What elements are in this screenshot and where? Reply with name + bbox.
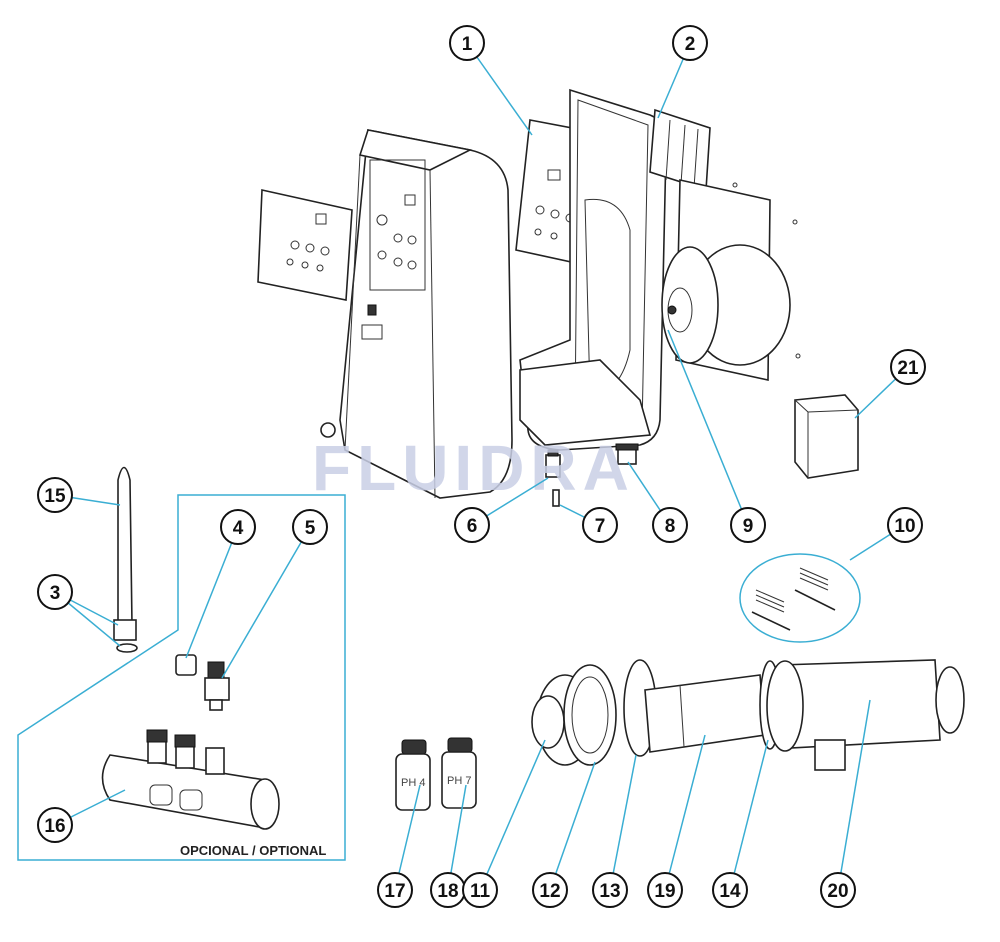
svg-text:15: 15 (44, 486, 66, 507)
svg-text:11: 11 (470, 881, 491, 902)
svg-text:2: 2 (685, 34, 696, 55)
callout-11: 11 (462, 872, 498, 908)
screw-7 (552, 489, 560, 507)
bracket-clip (649, 108, 711, 192)
flow-manifold (101, 729, 280, 830)
transformer (661, 244, 791, 366)
callout-13: 13 (592, 872, 628, 908)
cell-body (766, 659, 965, 771)
back-housing (519, 88, 667, 451)
svg-text:19: 19 (654, 881, 675, 902)
svg-text:10: 10 (894, 516, 915, 537)
svg-text:13: 13 (599, 881, 620, 902)
svg-text:7: 7 (595, 516, 606, 537)
gland-8 (615, 443, 639, 465)
ph7-label: PH 7 (447, 775, 471, 787)
svg-text:16: 16 (44, 816, 65, 837)
cap-4 (175, 654, 197, 676)
fitting-6 (545, 449, 561, 478)
callout-1: 1 (449, 25, 485, 61)
ph4-bottle: PH 4 (395, 739, 431, 811)
callout-5: 5 (292, 509, 328, 545)
svg-text:12: 12 (539, 881, 560, 902)
callout-4: 4 (220, 509, 256, 545)
callout-20: 20 (820, 872, 856, 908)
callout-12: 12 (532, 872, 568, 908)
ph4-label: PH 4 (401, 777, 425, 789)
front-cover-housing (320, 129, 513, 499)
svg-text:8: 8 (665, 516, 676, 537)
callout-19: 19 (647, 872, 683, 908)
svg-text:18: 18 (437, 881, 458, 902)
ph7-bottle: PH 7 (441, 737, 477, 809)
junction-box (794, 394, 859, 479)
callout-8: 8 (652, 507, 688, 543)
svg-text:1: 1 (462, 34, 473, 55)
front-label-sticker (257, 189, 353, 301)
callout-10: 10 (887, 507, 923, 543)
callout-18: 18 (430, 872, 466, 908)
svg-text:4: 4 (233, 518, 244, 539)
callout-6: 6 (454, 507, 490, 543)
optional-label: OPCIONAL / OPTIONAL (180, 843, 326, 858)
callout-3: 3 (37, 574, 73, 610)
callout-21: 21 (890, 349, 926, 385)
svg-text:20: 20 (827, 881, 848, 902)
watermark: FLUIDRA (312, 432, 635, 504)
electrode-plates (644, 674, 766, 753)
svg-text:14: 14 (719, 881, 741, 902)
probe (113, 466, 138, 653)
callout-14: 14 (712, 872, 748, 908)
callout-17: 17 (377, 872, 413, 908)
svg-text:9: 9 (743, 516, 754, 537)
callout-2: 2 (672, 25, 708, 61)
sensor-fitting-5 (204, 661, 230, 711)
optional-kit-border (17, 494, 346, 861)
callout-7: 7 (582, 507, 618, 543)
svg-text:3: 3 (50, 583, 61, 604)
svg-text:6: 6 (467, 516, 478, 537)
svg-text:21: 21 (897, 358, 919, 379)
callout-16: 16 (37, 807, 73, 843)
callout-15: 15 (37, 477, 73, 513)
svg-text:5: 5 (305, 518, 316, 539)
cell-nut (563, 664, 617, 766)
callout-9: 9 (730, 507, 766, 543)
screws-kit (739, 553, 861, 643)
svg-text:17: 17 (384, 881, 405, 902)
